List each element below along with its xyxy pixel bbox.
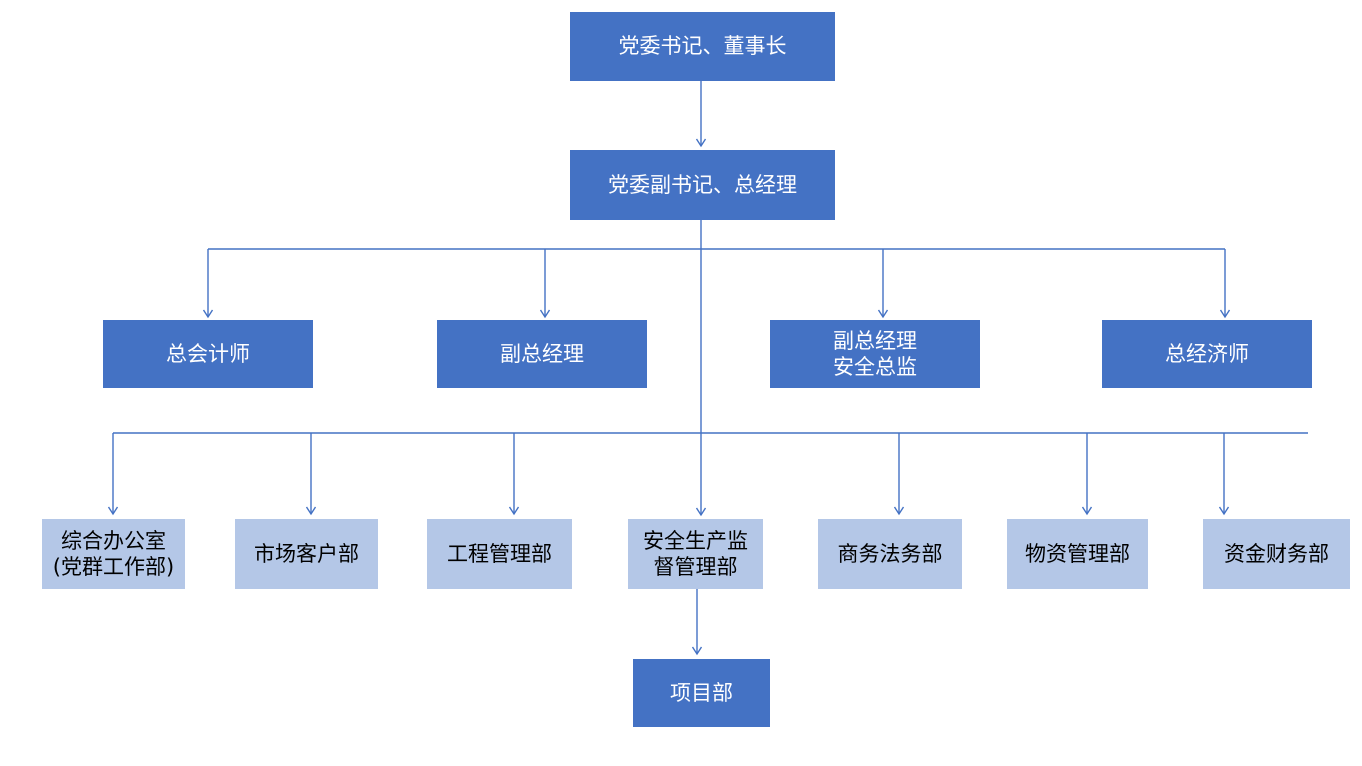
org-node-deputy-party-secretary-general-manager: 党委副书记、总经理 [570, 150, 835, 220]
org-node-project-dept: 项目部 [633, 659, 770, 727]
org-node-general-office: 综合办公室 (党群工作部) [42, 519, 185, 589]
org-node-chief-accountant: 总会计师 [103, 320, 313, 388]
org-node-deputy-general-manager: 副总经理 [437, 320, 647, 388]
org-node-party-secretary-chairman: 党委书记、董事长 [570, 12, 835, 81]
org-node-engineering-management-dept: 工程管理部 [427, 519, 572, 589]
org-node-deputy-gm-safety-director: 副总经理 安全总监 [770, 320, 980, 388]
org-node-chief-economist: 总经济师 [1102, 320, 1312, 388]
org-node-market-customer-dept: 市场客户部 [235, 519, 378, 589]
org-node-material-management-dept: 物资管理部 [1007, 519, 1148, 589]
org-node-commerce-legal-dept: 商务法务部 [818, 519, 962, 589]
org-node-finance-dept: 资金财务部 [1203, 519, 1350, 589]
org-node-safety-supervision-dept: 安全生产监 督管理部 [628, 519, 763, 589]
